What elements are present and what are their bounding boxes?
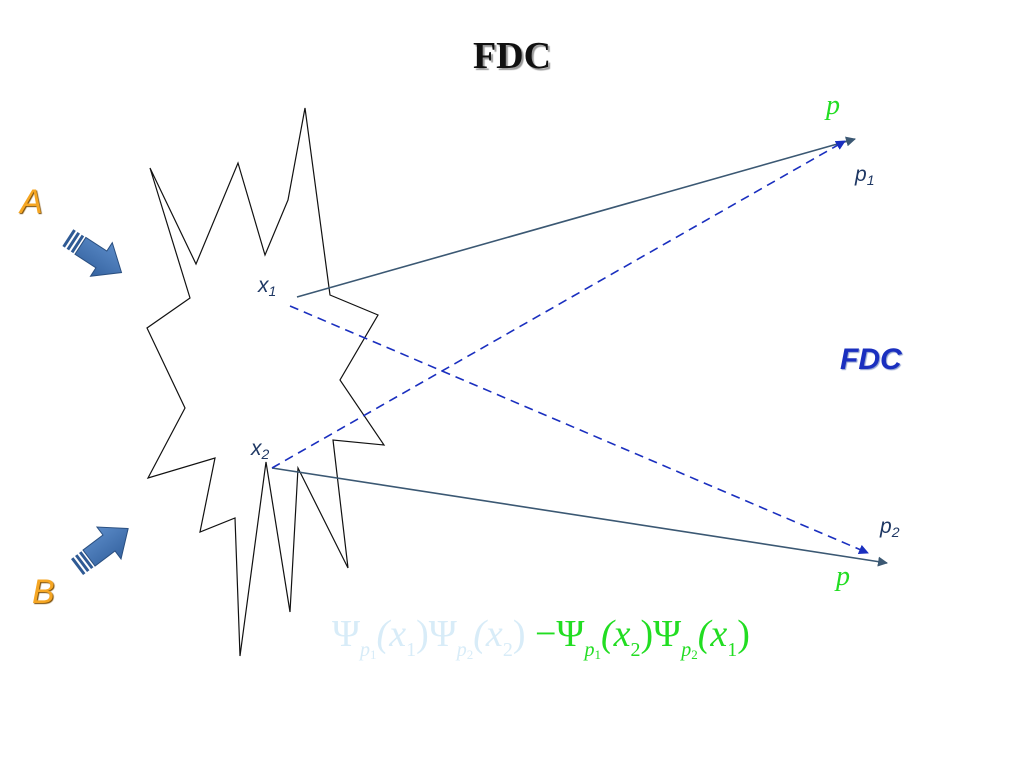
page-title: FDC: [472, 35, 552, 77]
label-x2-base: x: [251, 437, 262, 460]
label-p2: p2: [880, 515, 899, 540]
beam-label-a: A: [20, 183, 43, 221]
label-x2-sub: 2: [261, 446, 270, 462]
label-p2-sub: 2: [891, 524, 900, 540]
beam-arrow-a: [62, 229, 123, 277]
dashed-arrow-x2-p1: [271, 140, 846, 469]
fdc-side-label: FDC: [840, 343, 902, 376]
formula-term-exchange: −Ψp1(x2)Ψp2(x1): [534, 613, 750, 662]
label-x1-base: x: [258, 274, 269, 297]
solid-arrow-x1-p1: [296, 136, 856, 298]
beam-label-b: B: [32, 573, 55, 611]
label-p1-sub: 1: [866, 172, 875, 188]
beam-arrow-b: [71, 526, 129, 576]
label-x2: x2: [251, 437, 269, 462]
label-p-bottom: p: [836, 561, 850, 592]
label-p2-base: p: [880, 515, 892, 538]
label-p1: p1: [855, 163, 874, 188]
label-x1-sub: 1: [268, 283, 277, 299]
collision-starburst: [146, 107, 386, 657]
formula-term-direct: Ψp1(x1)Ψp2(x2): [332, 613, 526, 662]
label-p1-base: p: [855, 163, 867, 186]
label-p-top: p: [826, 90, 840, 121]
solid-arrow-x2-p2: [271, 467, 888, 567]
wavefunction-formula: Ψp1(x1)Ψp2(x2) −Ψp1(x2)Ψp2(x1): [332, 612, 750, 663]
label-x1: x1: [258, 274, 276, 299]
